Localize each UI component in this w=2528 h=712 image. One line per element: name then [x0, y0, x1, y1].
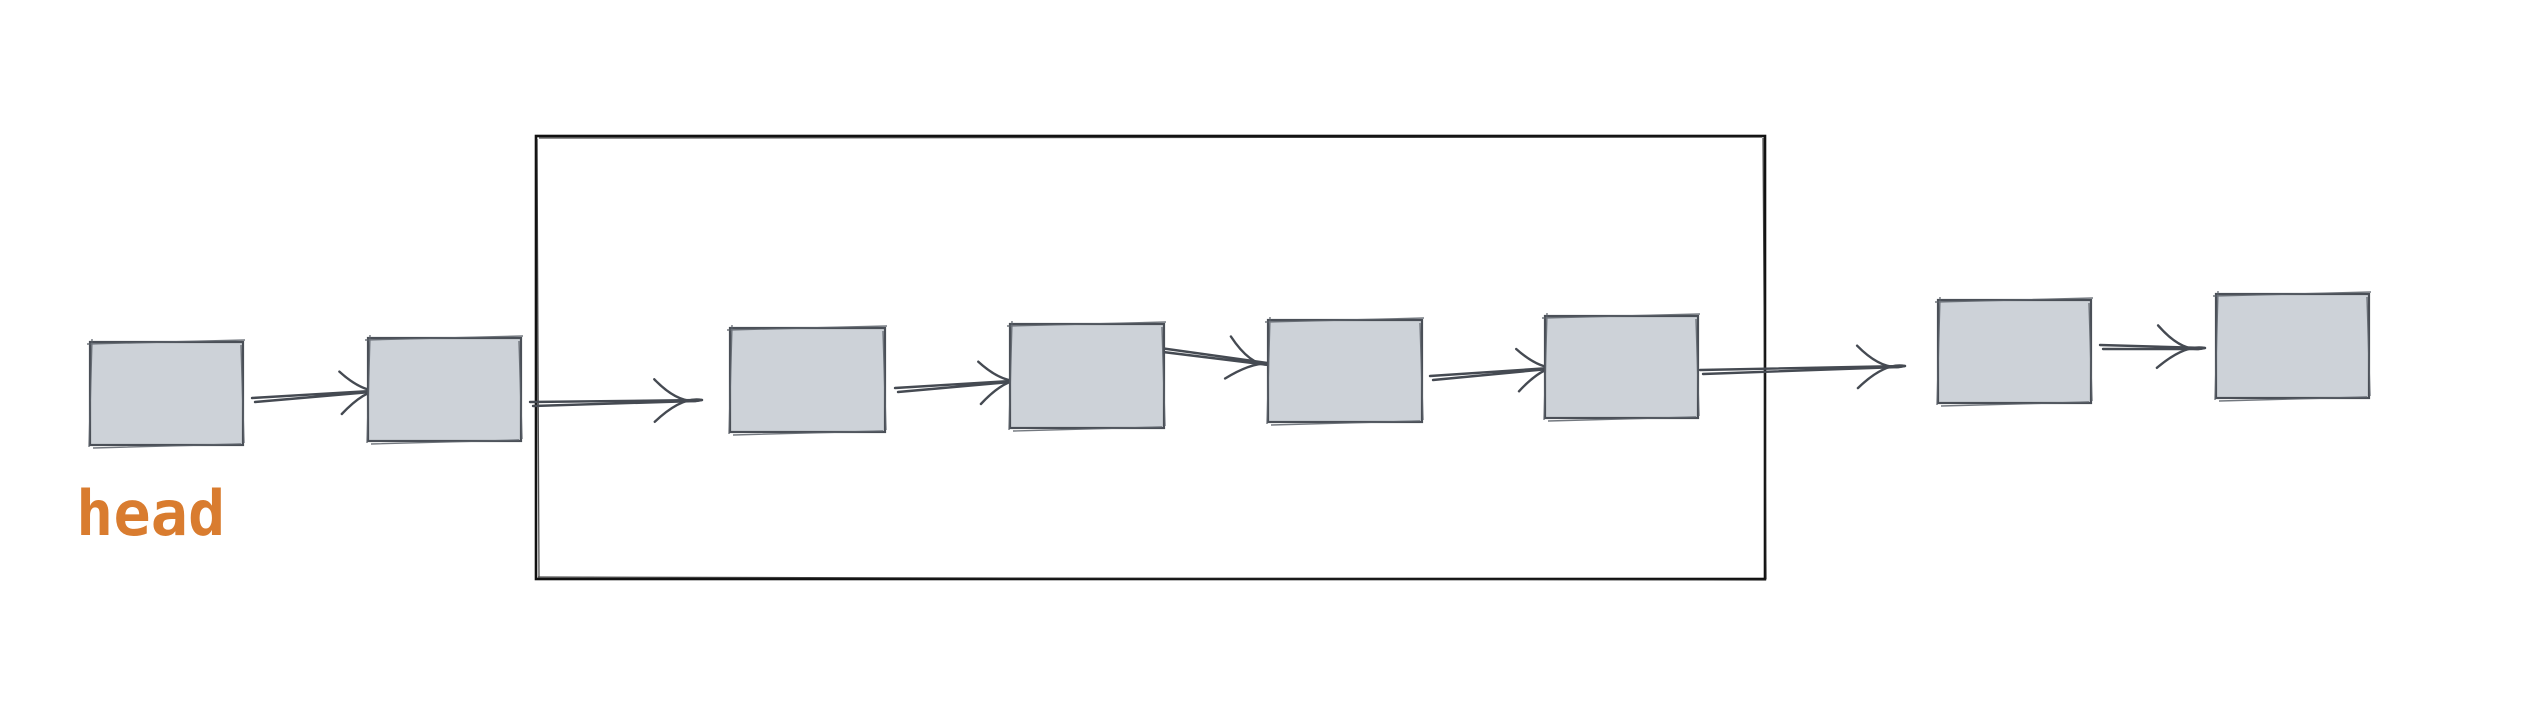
list-node-box — [366, 336, 523, 443]
list-node-6 — [1541, 312, 1701, 422]
node-group — [86, 290, 2372, 449]
list-node-box — [88, 340, 245, 447]
list-node-8 — [2212, 290, 2372, 402]
list-node-4 — [1006, 320, 1167, 432]
head-label: head — [76, 477, 225, 550]
arrow-shaft — [893, 378, 1029, 394]
arrow-head — [653, 378, 704, 423]
arrow-head — [1855, 344, 1907, 390]
next-pointer-arrow-7 — [2098, 324, 2207, 369]
list-node-sketch-stroke — [1264, 316, 1425, 426]
list-node-sketch-stroke — [2212, 290, 2372, 402]
next-pointer-arrow-2 — [528, 378, 704, 423]
list-node-box — [2214, 292, 2371, 400]
list-node-box — [1543, 314, 1700, 420]
list-node-5 — [1264, 316, 1425, 426]
arrow-head — [2155, 324, 2207, 369]
list-node-sketch-stroke — [1006, 320, 1167, 432]
next-pointer-arrow-6 — [1698, 344, 1907, 390]
list-node-box — [1936, 298, 2093, 405]
arrow-shaft — [1428, 365, 1567, 382]
list-node-box — [728, 326, 887, 434]
list-node-sketch-stroke — [726, 324, 888, 436]
list-node-box — [1008, 322, 1166, 430]
list-node-7 — [1934, 296, 2094, 407]
list-node-sketch-stroke — [364, 334, 524, 445]
arrow-shaft — [250, 388, 390, 404]
arrow-shaft — [528, 398, 704, 408]
list-node-sketch-stroke — [1934, 296, 2094, 407]
list-node-sketch-stroke — [86, 338, 246, 449]
list-node-3 — [726, 324, 888, 436]
arrow-shaft — [1698, 364, 1907, 376]
list-node-2 — [364, 334, 524, 445]
window-frame — [534, 134, 1767, 581]
arrow-group — [250, 324, 2207, 423]
list-node-sketch-stroke — [1541, 312, 1701, 422]
list-node-box — [1266, 318, 1424, 424]
list-node-1 — [86, 338, 246, 449]
